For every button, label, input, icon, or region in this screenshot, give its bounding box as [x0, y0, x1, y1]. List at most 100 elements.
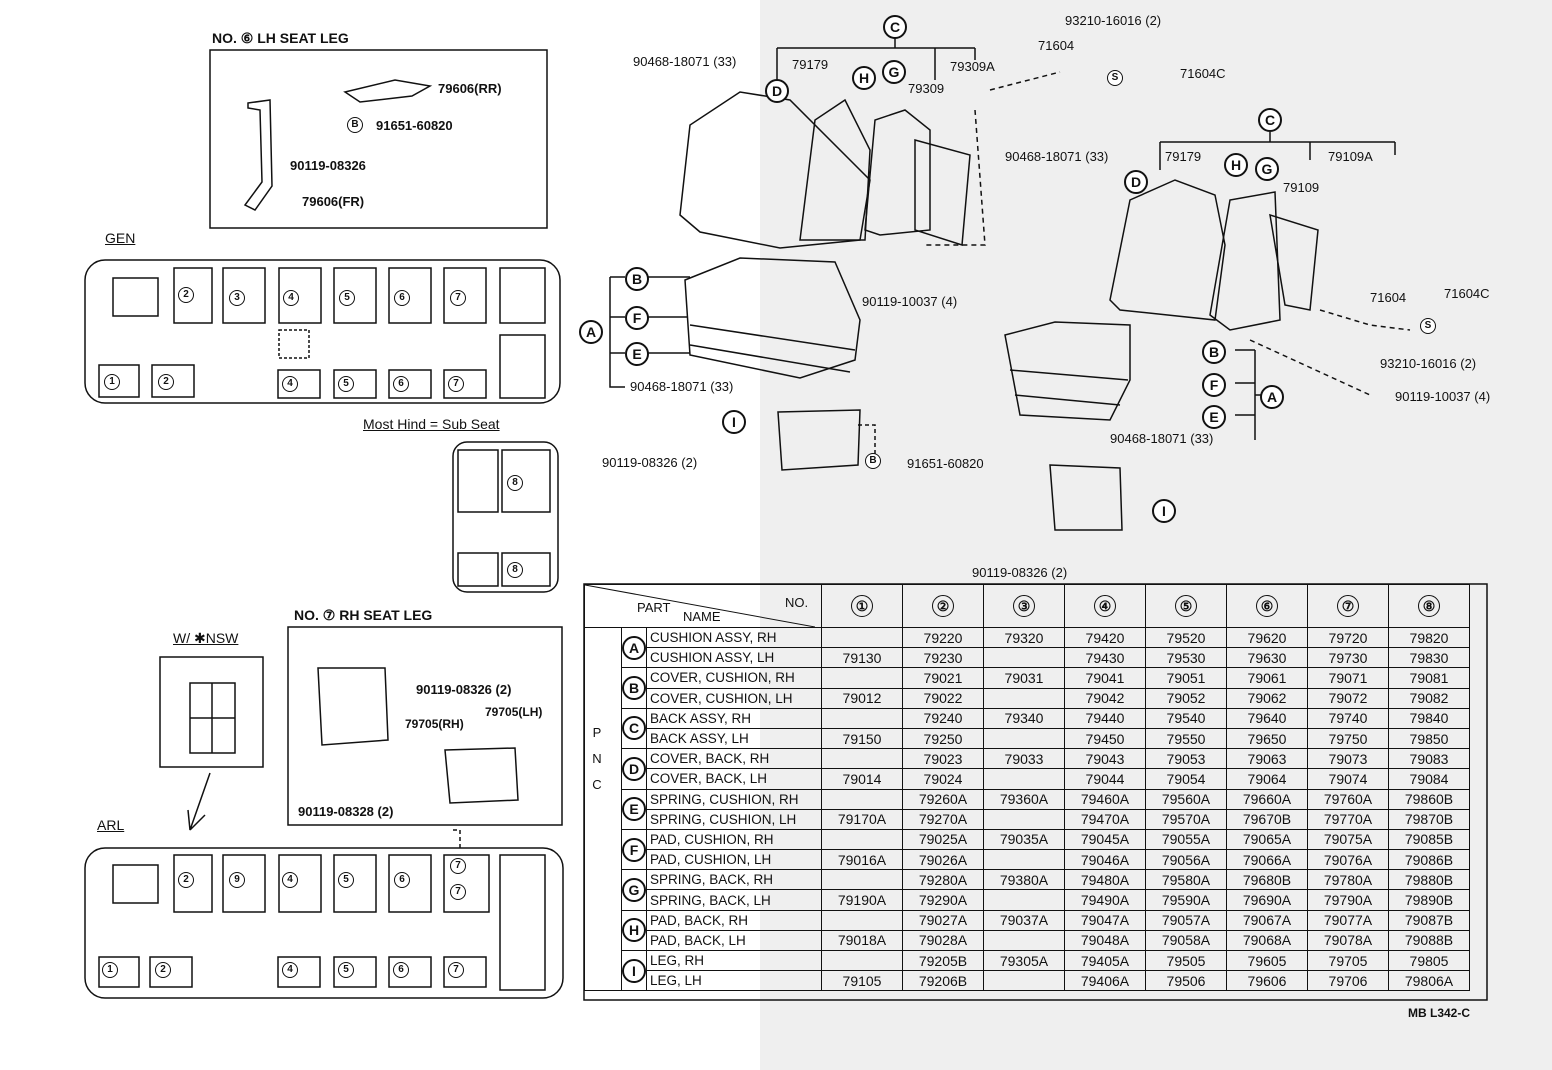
group-letter: I [622, 958, 646, 983]
part-name: BACK ASSY, LH [646, 727, 822, 750]
part-name: PAD, CUSHION, LH [646, 849, 822, 871]
part-number: 79067A [1226, 909, 1308, 931]
doc-code: MB L342-C [1408, 1006, 1471, 1020]
part-number: 79380A [983, 869, 1065, 891]
part-number: 79806A [1388, 970, 1470, 992]
part-name: SPRING, CUSHION, LH [646, 808, 822, 830]
part-number: 79031 [983, 667, 1065, 689]
part-number [821, 828, 903, 851]
part-number: 79606 [1226, 970, 1308, 992]
part-number: 79305A [983, 949, 1065, 972]
part-number: 79340 [983, 707, 1065, 729]
part-number: 79790A [1307, 889, 1389, 911]
upper-d-marker: D [765, 79, 789, 103]
lower-part-79179: 79179 [1165, 149, 1202, 164]
part-number: 79025A [902, 828, 984, 851]
pnc-vertical-label: PNC [590, 720, 604, 798]
arl-seat-2b: 2 [155, 962, 171, 978]
part-number: 79580A [1145, 869, 1227, 891]
part-name: PAD, CUSHION, RH [646, 828, 822, 851]
seat-no-8b: 8 [507, 562, 523, 578]
seat-no-5b: 5 [338, 376, 354, 392]
part-number: 79083 [1388, 748, 1470, 770]
part-number: 79062 [1226, 687, 1308, 709]
part-number: 79880B [1388, 869, 1470, 891]
part-number: 79076A [1307, 849, 1389, 871]
part-number: 79071 [1307, 667, 1389, 689]
header-part-name-cell: PART NAME NO. [584, 584, 822, 628]
part-number: 79250 [902, 727, 984, 750]
lower-e-marker: E [1202, 405, 1226, 429]
part-number [983, 647, 1065, 669]
part-number: 79690A [1226, 889, 1308, 911]
part-number [983, 687, 1065, 709]
part-number: 79053 [1145, 748, 1227, 770]
part-number: 79670B [1226, 808, 1308, 830]
part-name: LEG, LH [646, 970, 822, 992]
part-number: 79190A [821, 889, 903, 911]
part-number: 79018A [821, 929, 903, 952]
part-name: BACK ASSY, RH [646, 707, 822, 729]
part-number: 79406A [1064, 970, 1146, 992]
upper-part-71604c: 71604C [1180, 66, 1226, 81]
arl-seat-6: 6 [394, 872, 410, 888]
upper-i-marker: I [722, 410, 746, 434]
part-number: 79058A [1145, 929, 1227, 952]
upper-g-marker: G [882, 60, 906, 84]
part-number: 79520 [1145, 626, 1227, 649]
lh-leg-part-90119: 90119-08326 [290, 158, 366, 173]
part-name: PAD, BACK, LH [646, 929, 822, 952]
part-number: 79480A [1064, 869, 1146, 891]
part-number: 79046A [1064, 849, 1146, 871]
part-number: 79130 [821, 647, 903, 669]
rh-leg-part-79705rh: 79705(RH) [405, 717, 464, 731]
header-diagonal [585, 585, 815, 627]
part-number: 79705 [1307, 949, 1389, 972]
part-number: 79830 [1388, 647, 1470, 669]
seat-no-8: 8 [507, 475, 523, 491]
part-number [821, 626, 903, 649]
part-number: 79320 [983, 626, 1065, 649]
upper-a-marker: A [579, 320, 603, 344]
part-number: 79550 [1145, 727, 1227, 750]
part-name: CUSHION ASSY, LH [646, 647, 822, 669]
part-number: 79440 [1064, 707, 1146, 729]
part-number: 79760A [1307, 788, 1389, 810]
part-number [983, 849, 1065, 871]
part-number: 79420 [1064, 626, 1146, 649]
part-number: 79706 [1307, 970, 1389, 992]
seat-no-2: 2 [178, 287, 194, 303]
part-name: SPRING, CUSHION, RH [646, 788, 822, 810]
part-number: 79086B [1388, 849, 1470, 871]
arl-label: ARL [97, 817, 125, 833]
part-number: 79360A [983, 788, 1065, 810]
part-number: 79840 [1388, 707, 1470, 729]
seat-no-1: 1 [104, 374, 120, 390]
upper-part-90468: 90468-18071 (33) [633, 54, 737, 69]
part-number: 79720 [1307, 626, 1389, 649]
part-number: 79068A [1226, 929, 1308, 952]
arl-seat-7a: 7 [450, 858, 466, 874]
part-number: 79085B [1388, 828, 1470, 851]
part-number: 79230 [902, 647, 984, 669]
arl-seat-5b: 5 [338, 962, 354, 978]
lh-leg-part-79606rr: 79606(RR) [438, 81, 502, 96]
upper-e-marker: E [625, 342, 649, 366]
seat-no-4: 4 [283, 290, 299, 306]
part-name: SPRING, BACK, RH [646, 869, 822, 891]
part-number: 79024 [902, 768, 984, 790]
group-letter-cell: I [621, 949, 647, 992]
part-number [821, 707, 903, 729]
part-number: 79075A [1307, 828, 1389, 851]
part-number: 79045A [1064, 828, 1146, 851]
part-number: 79037A [983, 909, 1065, 931]
sub-seat-label: Most Hind = Sub Seat [363, 416, 500, 432]
rh-leg-part-79705lh: 79705(LH) [485, 705, 543, 719]
arl-seat-2: 2 [178, 872, 194, 888]
